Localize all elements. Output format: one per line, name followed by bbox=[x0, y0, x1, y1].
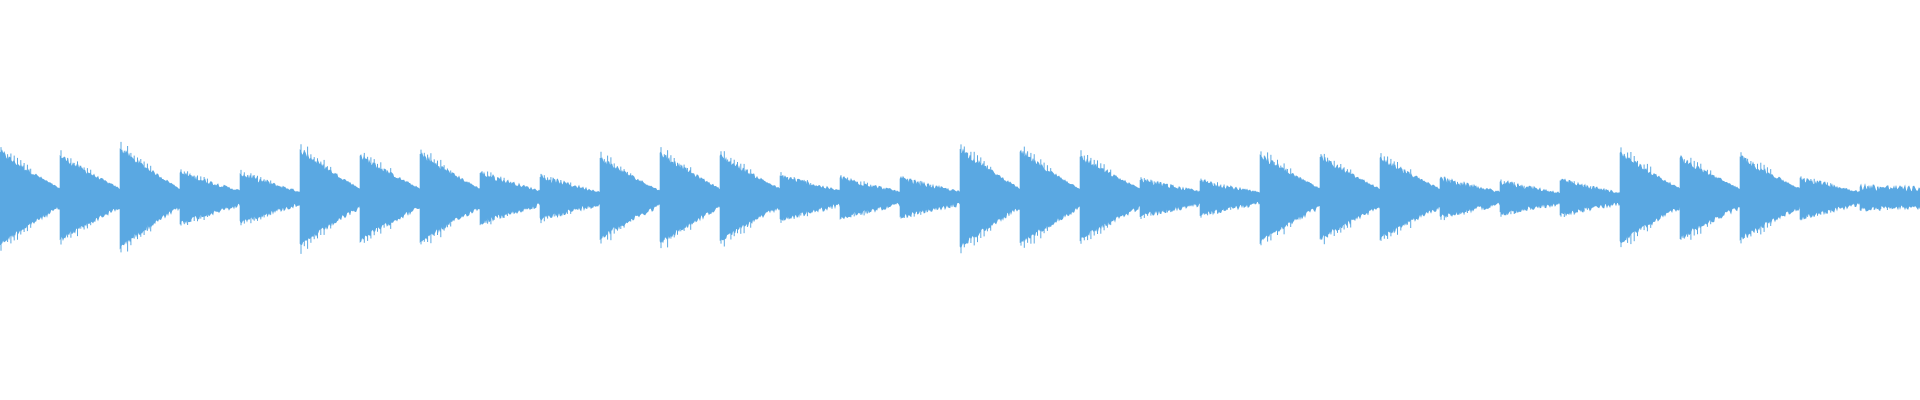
waveform-hit-11 bbox=[599, 157, 661, 241]
waveform-hit-10 bbox=[539, 173, 601, 222]
waveform-hit-21 bbox=[1199, 179, 1261, 216]
waveform-hit-3 bbox=[119, 148, 181, 250]
waveform-hit-6 bbox=[299, 149, 361, 246]
waveform-hit-1 bbox=[0, 149, 61, 246]
waveform-hit-8 bbox=[419, 152, 481, 244]
waveform-hit-32 bbox=[1859, 183, 1920, 212]
waveform-hit-25 bbox=[1439, 176, 1501, 219]
waveform-hit-27 bbox=[1559, 178, 1621, 217]
waveform-hit-12 bbox=[659, 150, 721, 245]
waveform-hit-15 bbox=[839, 175, 901, 220]
waveform-hit-19 bbox=[1079, 155, 1141, 242]
waveform-hit-22 bbox=[1259, 154, 1321, 245]
waveform-hit-13 bbox=[719, 153, 781, 241]
waveform-series bbox=[0, 141, 1920, 254]
waveform-hit-24 bbox=[1379, 155, 1441, 241]
waveform-hit-14 bbox=[779, 174, 841, 222]
waveform-hit-18 bbox=[1019, 149, 1081, 243]
waveform-hit-9 bbox=[479, 171, 541, 226]
waveform-hit-16 bbox=[899, 175, 961, 219]
waveform-hit-17 bbox=[959, 148, 1021, 249]
waveform-hit-2 bbox=[59, 154, 121, 242]
waveform-hit-20 bbox=[1139, 178, 1201, 218]
waveform-hit-7 bbox=[359, 154, 421, 243]
waveform-hit-4 bbox=[179, 169, 241, 225]
waveform-hit-5 bbox=[239, 173, 301, 225]
waveform-hit-30 bbox=[1739, 155, 1801, 241]
waveform-hit-28 bbox=[1619, 150, 1681, 244]
waveform-hit-26 bbox=[1499, 180, 1561, 216]
waveform-hit-31 bbox=[1799, 177, 1861, 221]
waveform-hit-29 bbox=[1679, 154, 1741, 240]
waveform-hit-23 bbox=[1319, 155, 1381, 240]
